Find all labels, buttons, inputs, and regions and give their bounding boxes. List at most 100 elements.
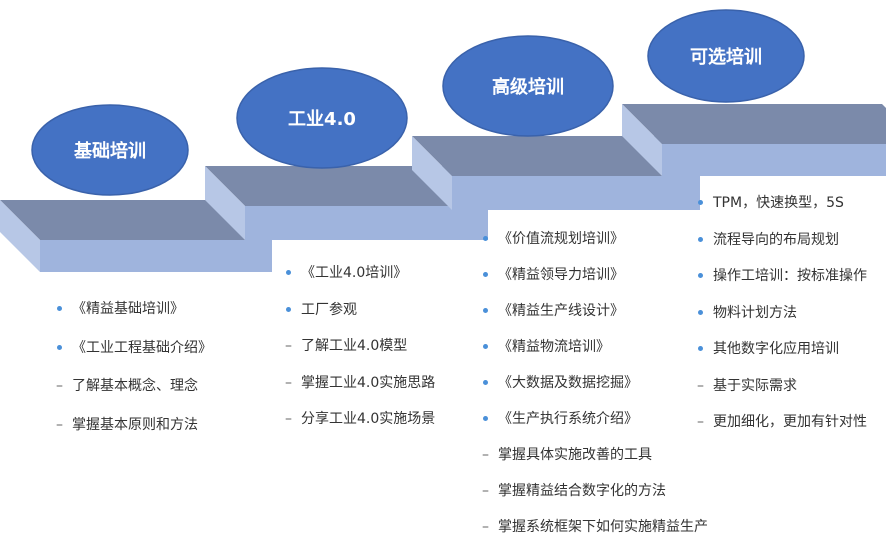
step-top-surface	[412, 136, 700, 176]
list-item: 《精益领导力培训》	[482, 266, 708, 284]
list-item-text: 更加细化，更加有针对性	[713, 414, 867, 430]
step-1-item-list: 《精益基础培训》《工业工程基础介绍》–了解基本概念、理念–掌握基本原则和方法	[56, 300, 212, 454]
list-item-text: 其他数字化应用培训	[713, 341, 839, 357]
dash-icon: –	[482, 483, 489, 499]
list-item-text: 了解基本概念、理念	[72, 378, 198, 394]
bullet-icon	[483, 344, 488, 349]
list-item-text: 《工业4.0培训》	[301, 265, 408, 281]
list-item-text: 了解工业4.0模型	[301, 338, 408, 354]
dash-icon: –	[697, 414, 704, 430]
step-side-face	[205, 166, 245, 240]
list-item: 《精益基础培训》	[56, 300, 212, 318]
step-front-face	[452, 176, 700, 210]
step-2	[205, 166, 488, 240]
bullet-icon	[698, 273, 703, 278]
list-item-text: 《工业工程基础介绍》	[72, 339, 212, 356]
step-top-surface	[0, 200, 272, 240]
list-item-text: 《精益基础培训》	[72, 301, 184, 317]
list-item: –掌握系统框架下如何实施精益生产	[482, 518, 708, 536]
step-front-face	[662, 144, 886, 176]
step-2-ellipse	[236, 67, 408, 169]
list-item: 《工业4.0培训》	[285, 264, 435, 282]
step-1	[0, 200, 272, 272]
step-front-face	[40, 240, 272, 272]
dash-icon: –	[285, 338, 292, 354]
list-item-text: 《生产执行系统介绍》	[498, 411, 638, 427]
list-item-text: 掌握基本原则和方法	[72, 416, 198, 433]
list-item-text: 流程导向的布局规划	[713, 231, 839, 248]
bullet-icon	[698, 309, 703, 315]
step-side-face	[0, 200, 40, 272]
list-item: –掌握精益结合数字化的方法	[482, 482, 708, 500]
bullet-icon	[483, 380, 488, 385]
list-item-text: 掌握系统框架下如何实施精益生产	[498, 519, 708, 535]
dash-icon: –	[56, 416, 63, 433]
step-4	[622, 104, 886, 176]
list-item-text: 掌握工业4.0实施思路	[301, 374, 436, 391]
bullet-icon	[483, 308, 488, 313]
bullet-icon	[698, 236, 703, 242]
bullet-icon	[286, 306, 291, 312]
list-item: –掌握具体实施改善的工具	[482, 446, 708, 464]
list-item-text: 《大数据及数据挖掘》	[498, 375, 638, 391]
step-4-item-list: TPM，快速换型，5S 流程导向的布局规划操作工培训：按标准操作物料计划方法其他数…	[697, 194, 867, 450]
bullet-icon	[286, 270, 291, 275]
step-top-surface	[205, 166, 488, 206]
step-side-face	[412, 136, 452, 210]
bullet-icon	[483, 416, 488, 421]
bullet-icon	[483, 236, 488, 241]
bullet-icon	[483, 272, 488, 277]
list-item-text: 《价值流规划培训》	[498, 231, 624, 247]
list-item-text: 操作工培训：按标准操作	[713, 268, 867, 284]
list-item: 《价值流规划培训》	[482, 230, 708, 248]
step-top-surface	[622, 104, 886, 144]
list-item-text: 基于实际需求	[713, 377, 797, 394]
list-item: –分享工业4.0实施场景	[285, 410, 435, 428]
list-item: –掌握工业4.0实施思路	[285, 374, 435, 392]
list-item: 《精益物流培训》	[482, 338, 708, 356]
list-item: 《工业工程基础介绍》	[56, 339, 212, 357]
list-item-text: 工厂参观	[301, 301, 357, 318]
list-item: –了解工业4.0模型	[285, 337, 435, 355]
list-item: TPM，快速换型，5S	[697, 194, 867, 212]
list-item: 物料计划方法	[697, 304, 867, 322]
step-2-item-list: 《工业4.0培训》工厂参观–了解工业4.0模型–掌握工业4.0实施思路–分享工业…	[285, 264, 435, 447]
list-item-text: TPM，快速换型，5S	[713, 195, 844, 211]
list-item-text: 《精益物流培训》	[498, 339, 610, 355]
dash-icon: –	[56, 378, 63, 394]
dash-icon: –	[482, 447, 489, 463]
step-2-title: 工业4.0	[288, 109, 356, 130]
step-3-ellipse	[442, 35, 614, 137]
bullet-icon	[698, 346, 703, 351]
step-side-face	[622, 104, 662, 176]
dash-icon: –	[285, 411, 292, 427]
bullet-icon	[57, 306, 62, 311]
bullet-icon	[57, 344, 62, 350]
step-4-ellipse	[647, 9, 805, 103]
step-front-face	[245, 206, 488, 240]
list-item: 其他数字化应用培训	[697, 340, 867, 358]
list-item: –更加细化，更加有针对性	[697, 413, 867, 431]
bullet-icon	[698, 200, 703, 205]
staircase-diagram	[0, 9, 886, 272]
step-3-title: 高级培训	[492, 77, 564, 98]
list-item: 《大数据及数据挖掘》	[482, 374, 708, 392]
list-item-text: 物料计划方法	[713, 304, 797, 321]
list-item: –了解基本概念、理念	[56, 377, 212, 395]
step-3	[412, 136, 700, 210]
list-item: –基于实际需求	[697, 377, 867, 395]
dash-icon: –	[285, 374, 292, 391]
dash-icon: –	[697, 377, 704, 394]
step-1-title: 基础培训	[74, 141, 146, 162]
list-item-text: 《精益领导力培训》	[498, 267, 624, 283]
dash-icon: –	[482, 519, 489, 535]
step-3-item-list: 《价值流规划培训》《精益领导力培训》《精益生产线设计》《精益物流培训》《大数据及…	[482, 230, 708, 554]
list-item: –掌握基本原则和方法	[56, 416, 212, 434]
list-item: 工厂参观	[285, 301, 435, 319]
list-item-text: 掌握具体实施改善的工具	[498, 447, 652, 463]
list-item-text: 分享工业4.0实施场景	[301, 411, 436, 427]
list-item-text: 《精益生产线设计》	[498, 303, 624, 319]
list-item: 《精益生产线设计》	[482, 302, 708, 320]
step-4-title: 可选培训	[690, 47, 762, 68]
list-item: 《生产执行系统介绍》	[482, 410, 708, 428]
